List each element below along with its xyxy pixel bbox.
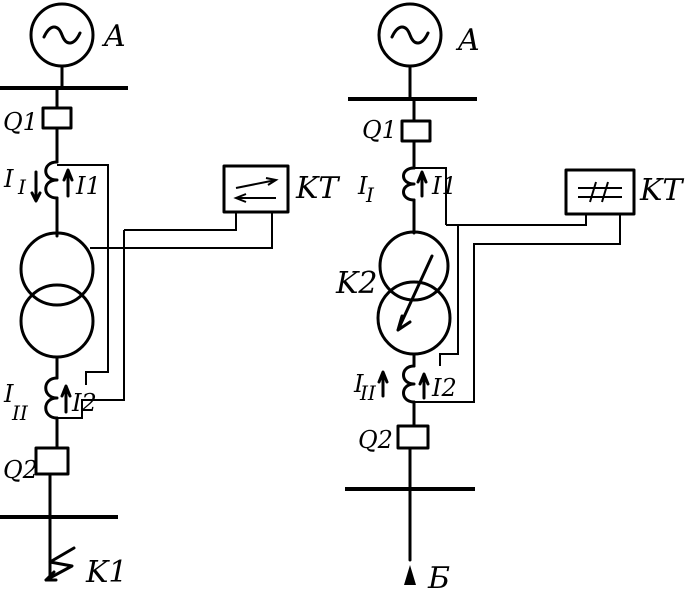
right-scheme: A Q1 I I I1 K2 I II I2 Q2 — [335, 2, 684, 593]
left-ct2-secondary-label: I2 — [71, 389, 97, 417]
left-breaker-q1 — [41, 106, 73, 130]
left-source-label: A — [101, 19, 126, 54]
right-ct-upper-icon — [402, 166, 416, 202]
left-q1-label: Q1 — [3, 108, 38, 136]
left-lightning-fault-icon — [44, 546, 76, 582]
right-transformer-label: K2 — [335, 266, 378, 301]
right-breaker-q1 — [400, 119, 432, 143]
left-scheme: A Q1 I I I1 I II I2 Q2 — [0, 2, 340, 590]
right-diff-wire-3 — [414, 243, 486, 403]
right-generator-icon — [377, 2, 443, 68]
right-breaker-q2 — [396, 424, 430, 450]
left-relay-label: KT — [295, 171, 340, 206]
right-ct1-secondary-label: I1 — [431, 172, 457, 200]
left-differential-relay-icon — [222, 164, 290, 214]
left-ct1-secondary-label: I1 — [75, 172, 101, 200]
right-ct-lower-icon — [402, 364, 416, 404]
left-relay-wire-1 — [124, 212, 237, 231]
right-ct2-secondary-label: I2 — [431, 374, 457, 402]
left-generator-icon — [29, 2, 95, 68]
right-secondary-arrow-icon — [416, 170, 428, 198]
right-ct2-primary-label: I — [353, 370, 364, 398]
right-secondary-arrow-icon — [418, 372, 430, 400]
left-secondary-arrow-icon — [60, 384, 72, 414]
right-current-arrow-icon — [377, 370, 389, 398]
right-load-label: Б — [427, 561, 450, 593]
right-transformer-icon — [376, 230, 452, 356]
left-ct1-primary-subscript: I — [17, 175, 27, 199]
left-q2-label: Q2 — [3, 456, 38, 484]
left-ct1-primary-label: I — [3, 165, 14, 193]
left-ct2-primary-subscript: II — [11, 401, 29, 425]
right-ct1-primary-subscript: I — [365, 183, 375, 207]
right-q2-label: Q2 — [358, 426, 393, 454]
right-relay-wire-1 — [446, 214, 587, 226]
right-source-label: A — [455, 23, 480, 58]
left-diff-wire-2 — [57, 230, 125, 419]
left-transformer-icon — [19, 231, 95, 359]
left-ct-upper-icon — [44, 160, 59, 200]
right-diff-wire-1 — [414, 167, 447, 225]
left-ct2-primary-label: I — [3, 380, 14, 408]
left-ct-lower-icon — [44, 376, 59, 420]
right-ct1-primary-label: I — [357, 172, 368, 200]
right-ct2-primary-subscript: II — [359, 381, 377, 405]
right-relay-label: KT — [639, 173, 684, 208]
left-current-arrow-icon — [30, 170, 42, 203]
right-relay-wire-2 — [486, 214, 621, 245]
right-q1-label: Q1 — [362, 116, 397, 144]
left-fault-label: K1 — [85, 555, 128, 590]
left-secondary-arrow-icon — [62, 168, 74, 198]
right-load-arrow-icon — [404, 565, 416, 585]
left-breaker-q2 — [34, 446, 70, 476]
right-differential-relay-icon — [564, 168, 636, 216]
left-relay-wire-2 — [90, 212, 273, 249]
left-diff-wire-1 — [57, 164, 109, 385]
